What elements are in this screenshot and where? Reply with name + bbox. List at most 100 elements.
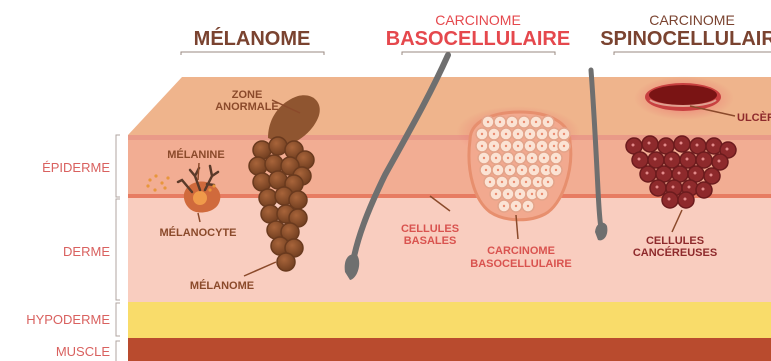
bcc-nucleus — [481, 133, 483, 135]
bcc-nucleus — [489, 181, 491, 183]
melanoma-cell — [265, 155, 283, 173]
cancer-cell-nucleus — [654, 158, 657, 161]
bcc-nucleus — [523, 121, 525, 123]
bcc-nucleus — [563, 145, 565, 147]
bcc-nucleus — [509, 169, 511, 171]
header-bracket — [402, 52, 555, 55]
bcc-nucleus — [553, 133, 555, 135]
bcc-nucleus — [529, 145, 531, 147]
label-melanine: MÉLANINE — [167, 148, 224, 161]
bcc-nucleus — [525, 181, 527, 183]
cancer-cell-nucleus — [694, 172, 697, 175]
cancer-cell-nucleus — [688, 186, 691, 189]
label-carcinome-2: BASOCELLULAIRE — [470, 258, 571, 270]
cancer-cell-nucleus — [648, 142, 651, 145]
hypodermis-layer — [128, 302, 771, 338]
melanin-granule — [166, 176, 169, 179]
header-basal-bottom: BASOCELLULAIRE — [386, 28, 570, 50]
bcc-nucleus — [493, 145, 495, 147]
bcc-nucleus — [533, 169, 535, 171]
ulcer — [634, 76, 734, 120]
leader-melanine — [198, 163, 199, 180]
label-melanome: MÉLANOME — [190, 279, 254, 292]
label-melanocyte: MÉLANOCYTE — [160, 226, 237, 239]
bcc-nucleus — [555, 157, 557, 159]
cancer-cell-nucleus — [680, 142, 683, 145]
label-muscle: MUSCLE — [56, 344, 111, 359]
label-cancer-1: CELLULES — [646, 235, 704, 247]
bcc-nucleus — [507, 157, 509, 159]
label-carcinome-1: CARCINOME — [487, 245, 555, 257]
cancer-cell-nucleus — [702, 188, 705, 191]
header-bracket — [614, 52, 771, 55]
cancer-cell-nucleus — [696, 144, 699, 147]
bcc-nucleus — [541, 133, 543, 135]
header-melanome-title: MÉLANOME — [194, 27, 311, 50]
cancer-cell-nucleus — [664, 144, 667, 147]
label-zone-1: ZONE — [232, 89, 263, 101]
melanoma-cell — [277, 253, 295, 271]
cancer-cell-nucleus — [662, 172, 665, 175]
label-cellules-basales-2: BASALES — [404, 235, 457, 247]
bcc-nucleus — [529, 133, 531, 135]
melanin-granule — [146, 184, 149, 187]
epiderme-bracket — [116, 135, 120, 197]
cancer-cell-nucleus — [668, 198, 671, 201]
bcc-nucleus — [485, 169, 487, 171]
bcc-nucleus — [517, 145, 519, 147]
bcc-nucleus — [505, 133, 507, 135]
cancer-cell-nucleus — [678, 172, 681, 175]
melanoma-cell — [259, 189, 277, 207]
epidermis-top-edge — [128, 135, 771, 140]
bcc-nucleus — [535, 121, 537, 123]
cancer-cell-nucleus — [684, 198, 687, 201]
cancer-cell-nucleus — [686, 158, 689, 161]
bcc-nucleus — [519, 193, 521, 195]
cancer-cell-nucleus — [656, 186, 659, 189]
header-basocellulaire: CARCINOME BASOCELLULAIRE — [386, 12, 570, 55]
bcc-nucleus — [555, 169, 557, 171]
header-basal-top: CARCINOME — [435, 12, 521, 28]
bcc-nucleus — [497, 169, 499, 171]
label-cancer-2: CANCÉREUSES — [633, 246, 717, 259]
derme-bracket — [116, 199, 120, 300]
melanin-granule — [163, 186, 166, 189]
cancer-cell-nucleus — [718, 160, 721, 163]
header-bracket — [181, 52, 324, 55]
bcc-nucleus — [499, 121, 501, 123]
label-epiderme: ÉPIDERME — [42, 160, 110, 175]
bcc-nucleus — [495, 157, 497, 159]
melanoma-cell — [269, 137, 287, 155]
bcc-nucleus — [547, 181, 549, 183]
bcc-nucleus — [521, 169, 523, 171]
bcc-nucleus — [543, 157, 545, 159]
cancer-cell-nucleus — [672, 186, 675, 189]
label-derme: DERME — [63, 244, 110, 259]
melanin-granule — [148, 178, 151, 181]
cancer-cell-nucleus — [702, 158, 705, 161]
melanin-granule — [208, 188, 211, 191]
bcc-nucleus — [487, 121, 489, 123]
header-spino-top: CARCINOME — [649, 12, 735, 28]
hypoderme-bracket — [116, 303, 120, 336]
label-hypoderme: HYPODERME — [26, 312, 110, 327]
header-melanome: MÉLANOME — [181, 27, 324, 55]
bcc-nucleus — [515, 205, 517, 207]
bcc-nucleus — [507, 193, 509, 195]
melanin-granule — [153, 188, 156, 191]
bcc-nucleus — [545, 169, 547, 171]
bcc-nucleus — [501, 181, 503, 183]
melanin-granule — [154, 174, 157, 177]
melanoma-cell — [249, 157, 267, 175]
muscle-bracket — [116, 341, 120, 361]
bcc-nucleus — [527, 205, 529, 207]
bcc-nucleus — [519, 157, 521, 159]
muscle-layer — [128, 338, 771, 361]
bcc-nucleus — [517, 133, 519, 135]
layer-labels: ÉPIDERME DERME HYPODERME MUSCLE — [26, 135, 120, 361]
bcc-nucleus — [537, 181, 539, 183]
bcc-nucleus — [483, 157, 485, 159]
cancer-cell-nucleus — [710, 174, 713, 177]
header-spino-bottom: SPINOCELLULAIR — [600, 28, 771, 50]
